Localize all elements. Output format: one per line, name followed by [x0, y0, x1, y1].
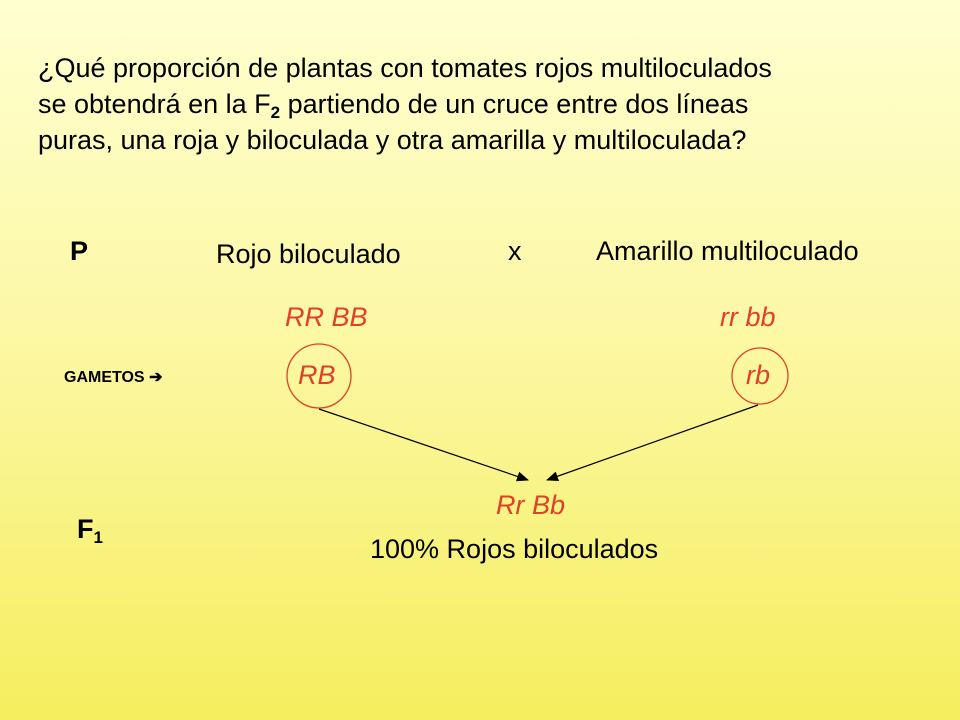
- question-line-2: se obtendrá en la F2 partiendo de un cru…: [38, 89, 749, 122]
- question-text: ¿Qué proporción de plantas con tomates r…: [38, 50, 772, 158]
- parental-label: P: [70, 236, 89, 266]
- gamete2-circle: [731, 347, 789, 405]
- question-line-3: puras, una roja y biloculada y otra amar…: [38, 125, 747, 155]
- f1-genotype: Rr Bb: [496, 490, 566, 520]
- gamete2-text: rb: [746, 360, 771, 390]
- right-arrow-icon: ➔: [149, 369, 163, 386]
- arrow-from-gamete2: [546, 404, 759, 482]
- parent2-phenotype: Amarillo multiloculado: [596, 236, 859, 266]
- f1-label: F1: [77, 514, 103, 547]
- arrow-from-gamete1: [318, 408, 529, 482]
- question-line-1: ¿Qué proporción de plantas con tomates r…: [38, 53, 772, 83]
- gamete1-circle: [286, 343, 352, 409]
- parent2-genotype: rr bb: [720, 302, 776, 332]
- f2-subscript: 2: [270, 103, 281, 122]
- parent1-phenotype: Rojo biloculado: [216, 239, 401, 269]
- gamete1-text: RB: [298, 360, 336, 390]
- gametes-label: GAMETOS ➔: [64, 369, 163, 386]
- parent1-genotype: RR BB: [285, 302, 368, 332]
- cross-symbol: x: [508, 236, 522, 266]
- f1-result: 100% Rojos biloculados: [370, 534, 659, 564]
